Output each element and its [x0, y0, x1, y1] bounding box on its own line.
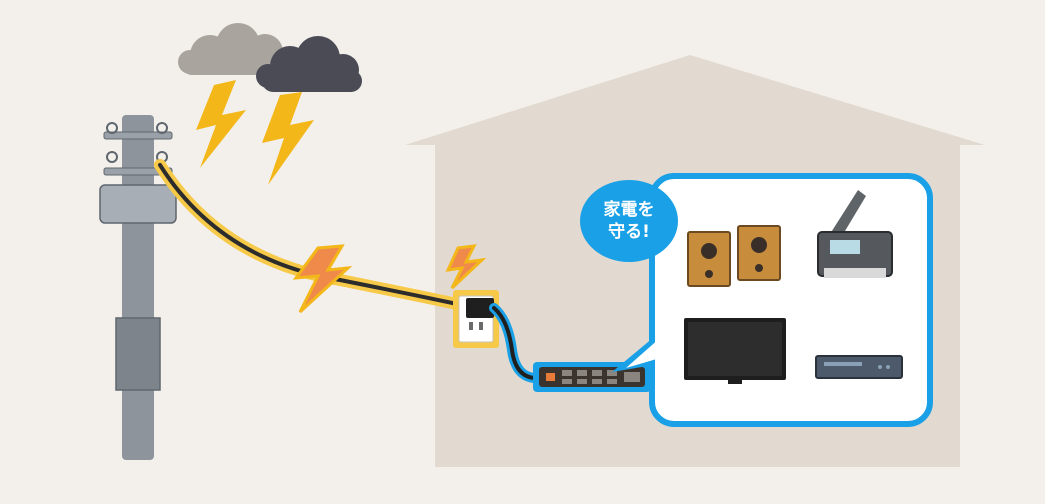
utility-pole-icon: [99, 115, 177, 460]
protect-appliances-badge: 家電を 守る!: [580, 180, 678, 262]
surge-protector-icon: [533, 362, 651, 392]
wall-outlet-icon: [453, 290, 499, 348]
television-icon: [684, 318, 786, 384]
lightning-bolt-icon: [445, 244, 487, 290]
badge-line1: 家電を: [603, 200, 655, 220]
lightning-bolt-icon: [196, 80, 314, 185]
dvd-player-icon: [815, 355, 903, 379]
printer-icon: [817, 190, 893, 278]
lightning-bolt-icon: [292, 244, 353, 314]
badge-line2: 守る!: [608, 222, 650, 242]
speakers-icon: [687, 225, 781, 287]
storm-cloud-icon: [178, 23, 362, 92]
